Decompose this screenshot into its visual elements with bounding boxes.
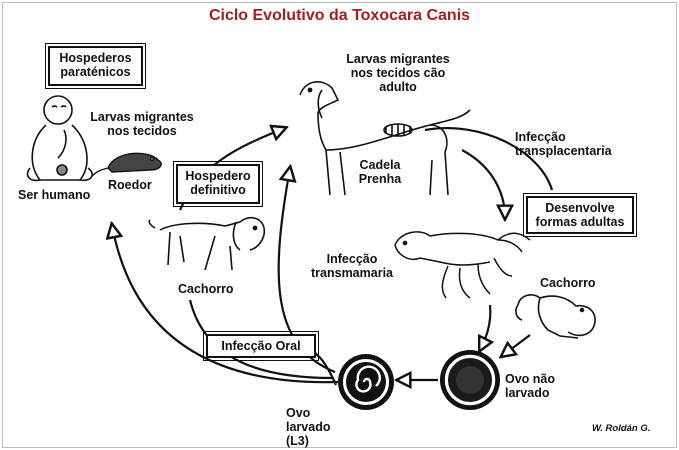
diagram-title: Ciclo Evolutivo da Toxocara Canis <box>208 7 471 24</box>
larvated-egg-label: Ovo larvado (L3) <box>286 406 331 448</box>
arrow-egg-to-puppy-lower <box>188 299 334 380</box>
nursing-litter-figure <box>394 231 531 299</box>
larvated-egg-figure <box>338 354 394 410</box>
migrating-larvae-tissues-label: Larvas migrantes nos tecidos <box>90 110 194 138</box>
adult-forms-box: Desenvolve formas adultas <box>523 193 637 237</box>
arrow-puppy-to-egg <box>502 334 531 356</box>
rodent-label: Roedor <box>108 178 152 192</box>
arrow-egg-to-puppy <box>277 168 336 374</box>
definitive-host-label: Hospedero definitivo <box>185 169 251 197</box>
human-label: Ser humano <box>18 188 91 202</box>
paratenic-hosts-label: Hospederos paraténicos <box>59 51 132 79</box>
arrow-dog-to-litter <box>461 149 505 218</box>
arrow-dog-to-puppies <box>424 127 554 191</box>
author-credit: W. Roldán G. <box>592 423 651 434</box>
unlarvated-egg-label: Ovo não larvado <box>505 372 556 400</box>
rodent-figure <box>91 152 162 177</box>
pregnant-bitch-label: Cadela Prenha <box>358 158 402 186</box>
adult-forms-label: Desenvolve formas adultas <box>535 201 625 229</box>
adult-dog-figure <box>299 81 471 196</box>
arrow-egg-to-human <box>112 225 339 384</box>
unlarvated-egg-figure <box>440 350 500 410</box>
paratenic-hosts-box: Hospederos paraténicos <box>45 43 146 89</box>
right-puppy-figure <box>515 294 596 339</box>
migrating-larvae-adult-dog-label: Larvas migrantes nos tecidos cão adulto <box>346 52 450 94</box>
definitive-host-box: Hospedero definitivo <box>173 161 263 207</box>
left-puppy-figure <box>148 216 266 271</box>
transmammary-label: Infecção transmamaria <box>311 252 393 280</box>
human-figure <box>26 95 93 182</box>
oral-infection-label: Infecção Oral <box>221 339 301 353</box>
arrow-litter-to-egg <box>480 304 490 350</box>
transplacental-label: Infecção transplacentaria <box>515 130 612 158</box>
oral-infection-box: Infecção Oral <box>203 331 319 361</box>
right-puppy-label: Cachorro <box>540 276 596 290</box>
left-puppy-label: Cachorro <box>178 282 234 296</box>
